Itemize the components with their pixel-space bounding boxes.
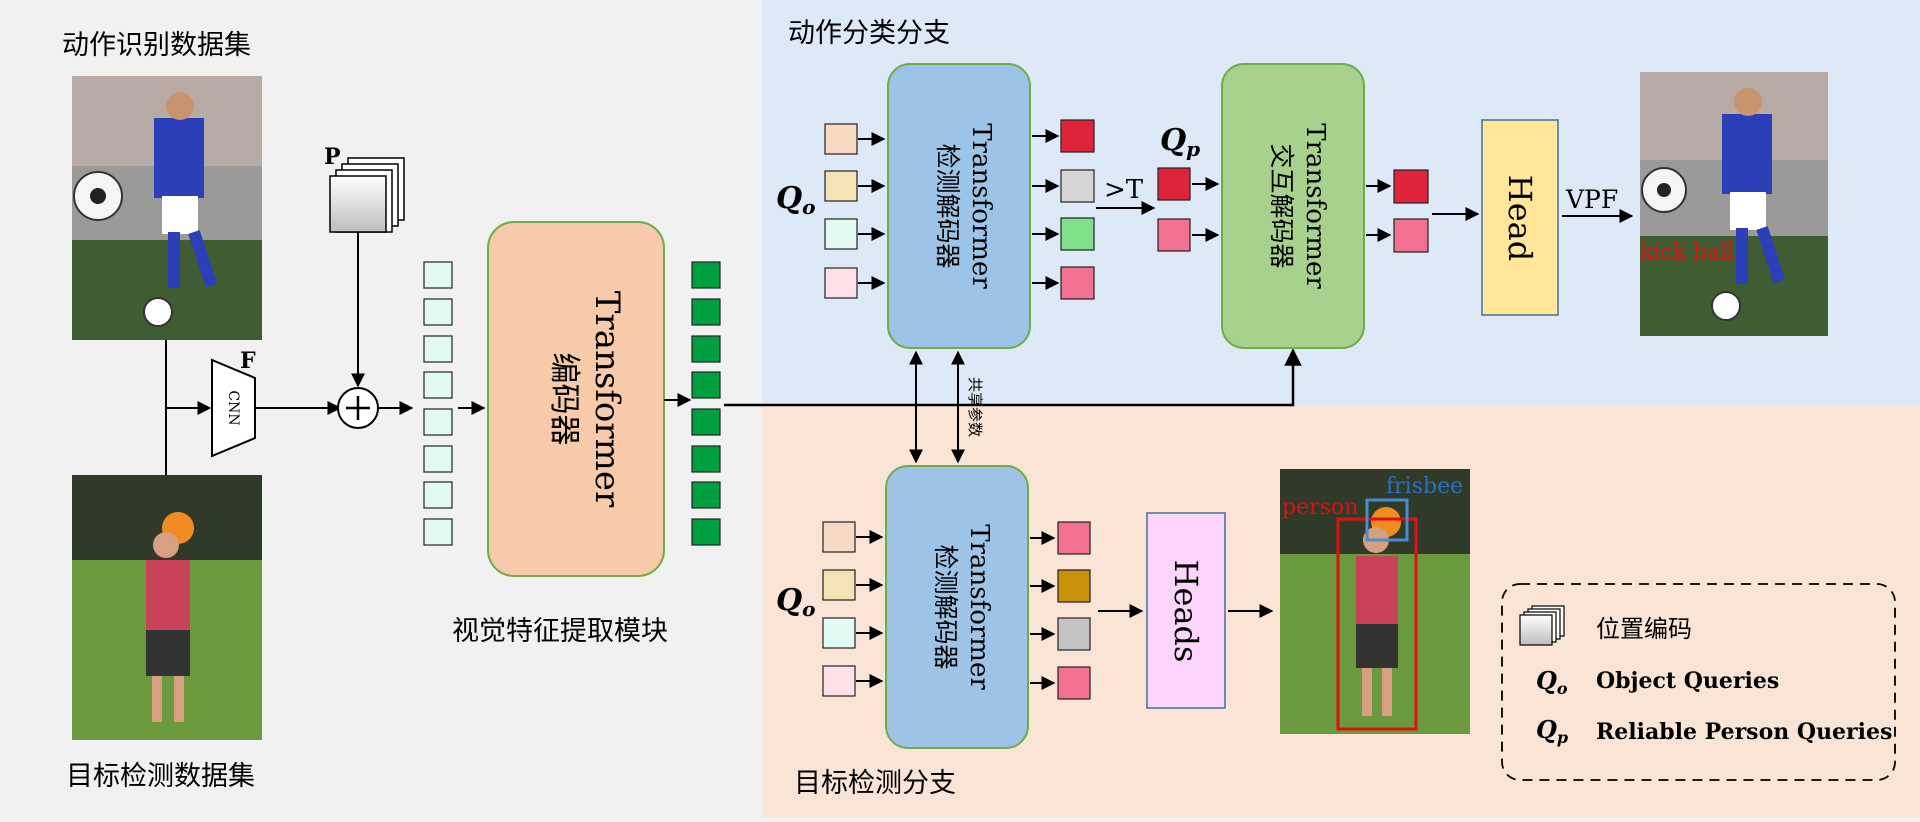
detection-decoder-label-line1: Transformer	[964, 524, 994, 690]
head-block	[1481, 119, 1559, 316]
interaction-decoder-block	[1221, 63, 1365, 349]
qp-label: Qp	[1160, 123, 1200, 161]
threshold-label: >T	[1104, 175, 1144, 205]
legend: 位置编码 Qo Object Queries Qp Reliable Perso…	[1501, 583, 1896, 781]
legend-qp-symbol: Qp	[1536, 715, 1568, 747]
action-decoder-label-line2: 检测解码器	[933, 143, 962, 268]
cnn-label: CNN	[225, 390, 241, 425]
soccer-player-image	[72, 76, 262, 340]
legend-object-queries: Object Queries	[1596, 668, 1779, 694]
action-decoder-label-line1: Transformer	[966, 123, 996, 289]
encoder-label-line2: 编码器	[546, 353, 582, 446]
cnn-block	[211, 358, 256, 458]
frisbee-man-image	[72, 475, 262, 740]
frisbee-label: frisbee	[1386, 474, 1463, 499]
kick-ball-label: kick ball	[1640, 240, 1734, 265]
shared-params-label: 共享参数	[966, 377, 984, 437]
action-query-tokens	[824, 123, 858, 299]
detection-decoder-block	[885, 465, 1029, 749]
legend-reliable-person-queries: Reliable Person Queries	[1596, 719, 1892, 745]
action-output-image	[1640, 72, 1828, 336]
action-detection-decoder-block	[887, 63, 1031, 349]
interaction-decoder-label-line1: Transformer	[1300, 123, 1330, 289]
interaction-output-tokens	[1393, 169, 1429, 253]
position-encoding-p-label: P	[324, 144, 341, 170]
legend-position-encoding: 位置编码	[1596, 615, 1692, 643]
action-decoder-output-tokens	[1060, 119, 1095, 300]
detection-dataset-label: 目标检测数据集	[66, 761, 255, 792]
encoder-output-tokens	[691, 261, 721, 546]
detection-decoder-output-tokens	[1057, 521, 1091, 700]
position-encoding-legend-icon	[1519, 605, 1565, 646]
position-encoding-stack	[329, 157, 405, 233]
feature-f-label: F	[240, 348, 256, 374]
interaction-decoder-label-line2: 交互解码器	[1267, 143, 1296, 268]
visual-module-label: 视觉特征提取模块	[452, 616, 668, 647]
input-feature-tokens	[423, 261, 453, 546]
head-label: Head	[1501, 175, 1539, 261]
detection-branch-label: 目标检测分支	[794, 768, 956, 799]
qo-top-label: Qo	[776, 181, 815, 219]
person-label: person	[1282, 495, 1358, 520]
reliable-person-query-tokens	[1157, 167, 1191, 252]
vpf-label: VPF	[1565, 185, 1618, 214]
action-branch-label: 动作分类分支	[788, 18, 950, 49]
detection-decoder-label-line2: 检测解码器	[931, 544, 960, 669]
heads-label: Heads	[1167, 560, 1205, 663]
detection-output-image	[1280, 469, 1470, 734]
add-icon	[337, 387, 379, 429]
qo-bottom-label: Qo	[776, 583, 815, 621]
encoder-label-line1: Transformer	[587, 291, 627, 508]
heads-block	[1146, 512, 1226, 709]
action-dataset-label: 动作识别数据集	[62, 30, 251, 61]
legend-qo-symbol: Qo	[1536, 666, 1568, 698]
detection-query-tokens	[822, 521, 856, 697]
